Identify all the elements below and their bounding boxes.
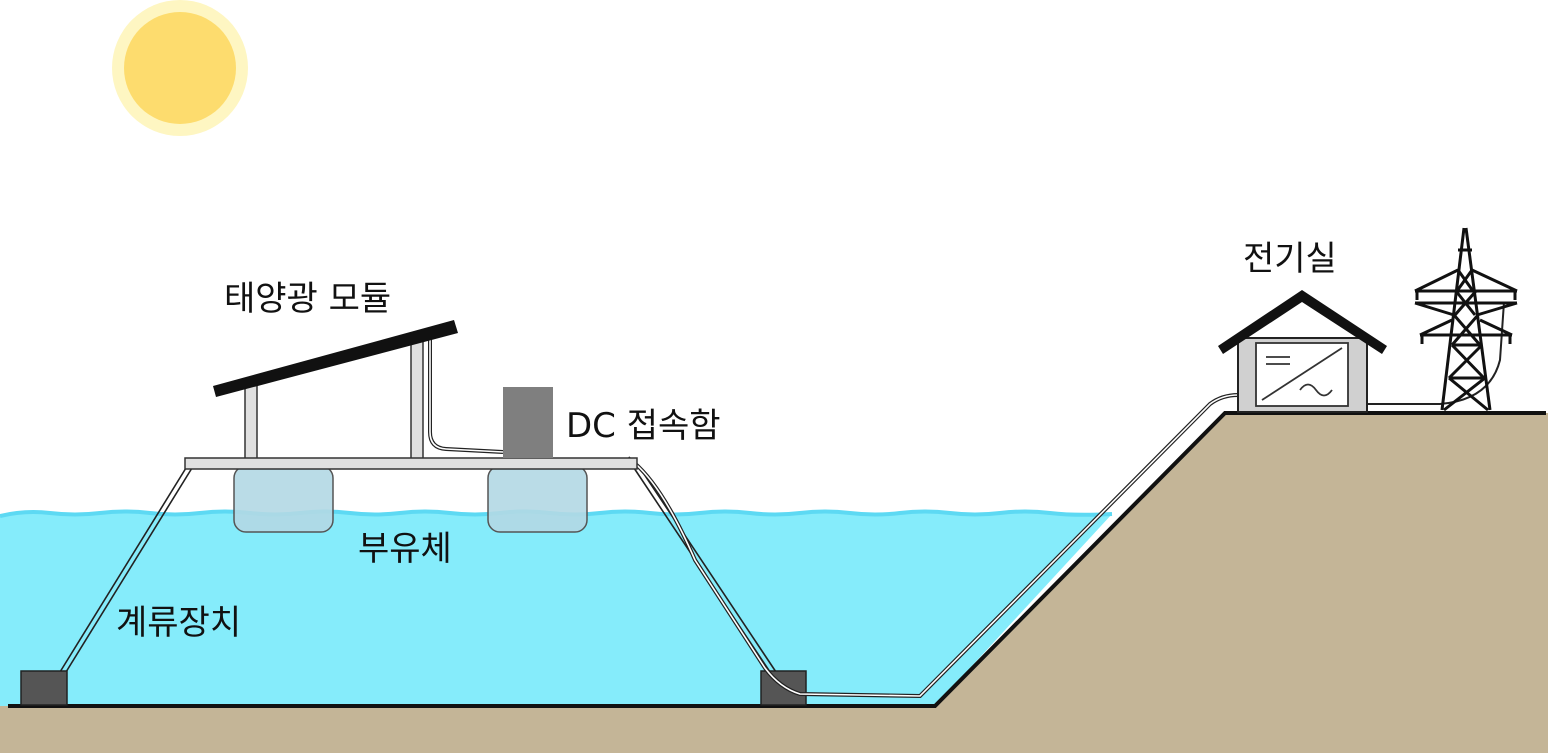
label-float: 부유체 <box>358 529 452 569</box>
label-dc-junction-box: DC 접속함 <box>566 406 721 446</box>
label-electrical-room: 전기실 <box>1243 239 1337 279</box>
sun-icon <box>112 0 248 136</box>
ground-edge-line <box>8 411 1546 708</box>
float-frame <box>184 457 638 470</box>
anchor-block-left-icon <box>20 670 68 706</box>
float-right <box>487 465 588 533</box>
ground-embankment <box>0 413 1548 753</box>
solar-panel-icon <box>213 320 458 397</box>
inverter-icon <box>1255 342 1349 407</box>
water-body <box>0 511 1112 706</box>
float-left <box>233 465 334 533</box>
transmission-tower-icon <box>1414 227 1518 412</box>
label-solar-module: 태양광 모듈 <box>224 279 391 319</box>
label-mooring: 계류장치 <box>116 603 241 643</box>
panel-post-rear <box>410 339 424 461</box>
panel-post-front <box>244 384 258 461</box>
dc-junction-box <box>503 387 553 458</box>
